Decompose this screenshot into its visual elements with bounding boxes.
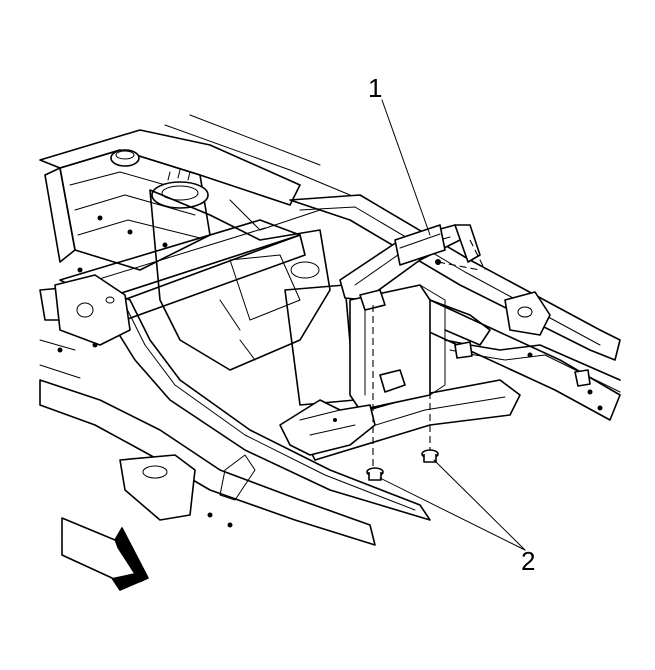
vehicle-frame: [39, 114, 621, 546]
forward-arrow-icon: [61, 517, 149, 591]
leader-line-2b: [433, 459, 526, 551]
leader-line-1: [381, 99, 431, 236]
callout-label-2: 2: [521, 546, 536, 576]
callout-leaders: [379, 99, 526, 551]
fasteners-2: [366, 239, 486, 481]
leader-line-2a: [379, 477, 526, 551]
component-1-assembly: [279, 224, 621, 456]
callout-label-1: 1: [368, 73, 383, 103]
